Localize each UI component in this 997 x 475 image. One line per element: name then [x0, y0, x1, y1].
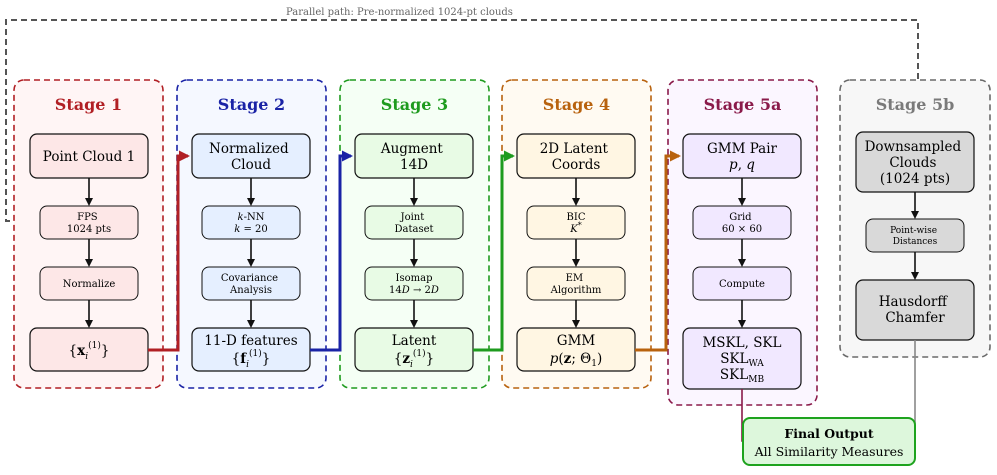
- stage3-top-line2: 14D: [400, 157, 428, 173]
- stage5a-mid1-line2: 60 × 60: [722, 224, 762, 235]
- stage5b-mid1-line1: Point-wise: [890, 226, 937, 236]
- stage3-mid1-line2: Dataset: [394, 224, 433, 235]
- stage4-top-line1: 2D Latent: [540, 141, 609, 157]
- stage-internal-arrows: [85, 178, 919, 328]
- svg-text:2D Latent Coords: 2D Latent Coords: [540, 141, 613, 173]
- svg-text:Hausdorff Chamfer: Hausdorff Chamfer: [879, 294, 952, 326]
- connector-stage3-to-stage4: [473, 150, 515, 352]
- parallel-path-label: Parallel path: Pre-normalized 1024-pt cl…: [286, 7, 513, 18]
- stage3-bottom-line1: Latent: [392, 333, 437, 349]
- stage5a-bottom-line3: SKLMB: [720, 367, 765, 385]
- svg-text:Downsampled Clouds (10: Downsampled Clouds (1024 pts): [865, 139, 966, 187]
- stage4-mid1-line1: BIC: [567, 212, 586, 223]
- stage2-top-line2: Cloud: [231, 157, 271, 173]
- stage1-mid2-label: Normalize: [63, 279, 116, 290]
- svg-text:Normalized Cloud: Normalized Cloud: [209, 141, 293, 173]
- svg-text:EM Algorithm: EM Algorithm: [550, 273, 602, 296]
- stage4-mid2-line1: EM: [566, 273, 584, 284]
- stage4-bottom-line1: GMM: [557, 333, 596, 349]
- stage5a-mid1-line1: Grid: [729, 212, 752, 223]
- stage4-bottom-line2: p(z; Θ1): [550, 351, 603, 369]
- stage2-mid2-line1: Covariance: [221, 273, 278, 284]
- stage3-mid1-line1: Joint: [400, 212, 425, 223]
- final-output-node: [742, 417, 916, 466]
- stage5a-bottom-line2: SKLWA: [720, 351, 764, 369]
- final-output-title: Final Output: [784, 426, 873, 441]
- stage2-mid2-line2: Analysis: [229, 285, 272, 296]
- stage5b-mid1-line2: Distances: [893, 237, 938, 247]
- stage2-bottom-line1: 11-D features: [204, 333, 297, 349]
- stage3-mid2-line1: Isomap: [396, 273, 433, 284]
- stage5b-bottom-line1: Hausdorff: [879, 294, 949, 310]
- svg-text:Point-wise Distances: Point-wise Distances: [890, 226, 940, 247]
- connector-stage2-to-stage3: [310, 150, 353, 352]
- connector-stage4-to-stage5a: [635, 150, 681, 352]
- svg-text:FPS 1024 pts: FPS 1024 pts: [67, 212, 111, 235]
- stage4-title: Stage 4: [543, 95, 610, 114]
- stage5b-title: Stage 5b: [876, 95, 955, 114]
- final-output-subtitle: All Similarity Measures: [754, 444, 904, 459]
- stage1-title: Stage 1: [55, 95, 122, 114]
- stage5a-top-line1: GMM Pair: [707, 141, 778, 157]
- stage2-top-line1: Normalized: [209, 141, 289, 157]
- stage4-mid1-line2: K*: [569, 221, 581, 235]
- stage2-title: Stage 2: [218, 95, 285, 114]
- stage3-mid2-line2: 14D → 2D: [389, 285, 439, 296]
- svg-text:Covariance Analysis: Covariance Analysis: [221, 273, 281, 296]
- stage1-top-label: Point Cloud 1: [43, 149, 135, 165]
- stage4-mid2-line2: Algorithm: [550, 285, 602, 296]
- stage5b-top-line2: Clouds: [889, 155, 936, 171]
- stage5a-top-line2: p, q: [729, 157, 755, 173]
- stage4-top-line2: Coords: [552, 157, 601, 173]
- connector-stage1-to-stage2: [148, 150, 190, 352]
- stage5b-top-line3: (1024 pts): [880, 171, 950, 187]
- svg-text:Joint Dataset: Joint Dataset: [394, 212, 433, 235]
- stage5a-title: Stage 5a: [704, 95, 782, 114]
- stage3-title: Stage 3: [381, 95, 448, 114]
- stage1-mid1-line1: FPS: [77, 212, 98, 223]
- stage5a-mid2-label: Compute: [719, 279, 765, 290]
- stage1-mid1-line2: 1024 pts: [67, 224, 111, 235]
- svg-text:Augment 14D: Augment 14D: [380, 141, 447, 173]
- stage5b-top-line1: Downsampled: [865, 139, 962, 155]
- stage3-top-line1: Augment: [380, 141, 444, 157]
- stage5a-bottom-line1: MSKL, SKL: [702, 335, 781, 351]
- stage5b-bottom-line2: Chamfer: [885, 310, 945, 326]
- svg-text:Grid 60 × 60: Grid 60 × 60: [722, 212, 762, 235]
